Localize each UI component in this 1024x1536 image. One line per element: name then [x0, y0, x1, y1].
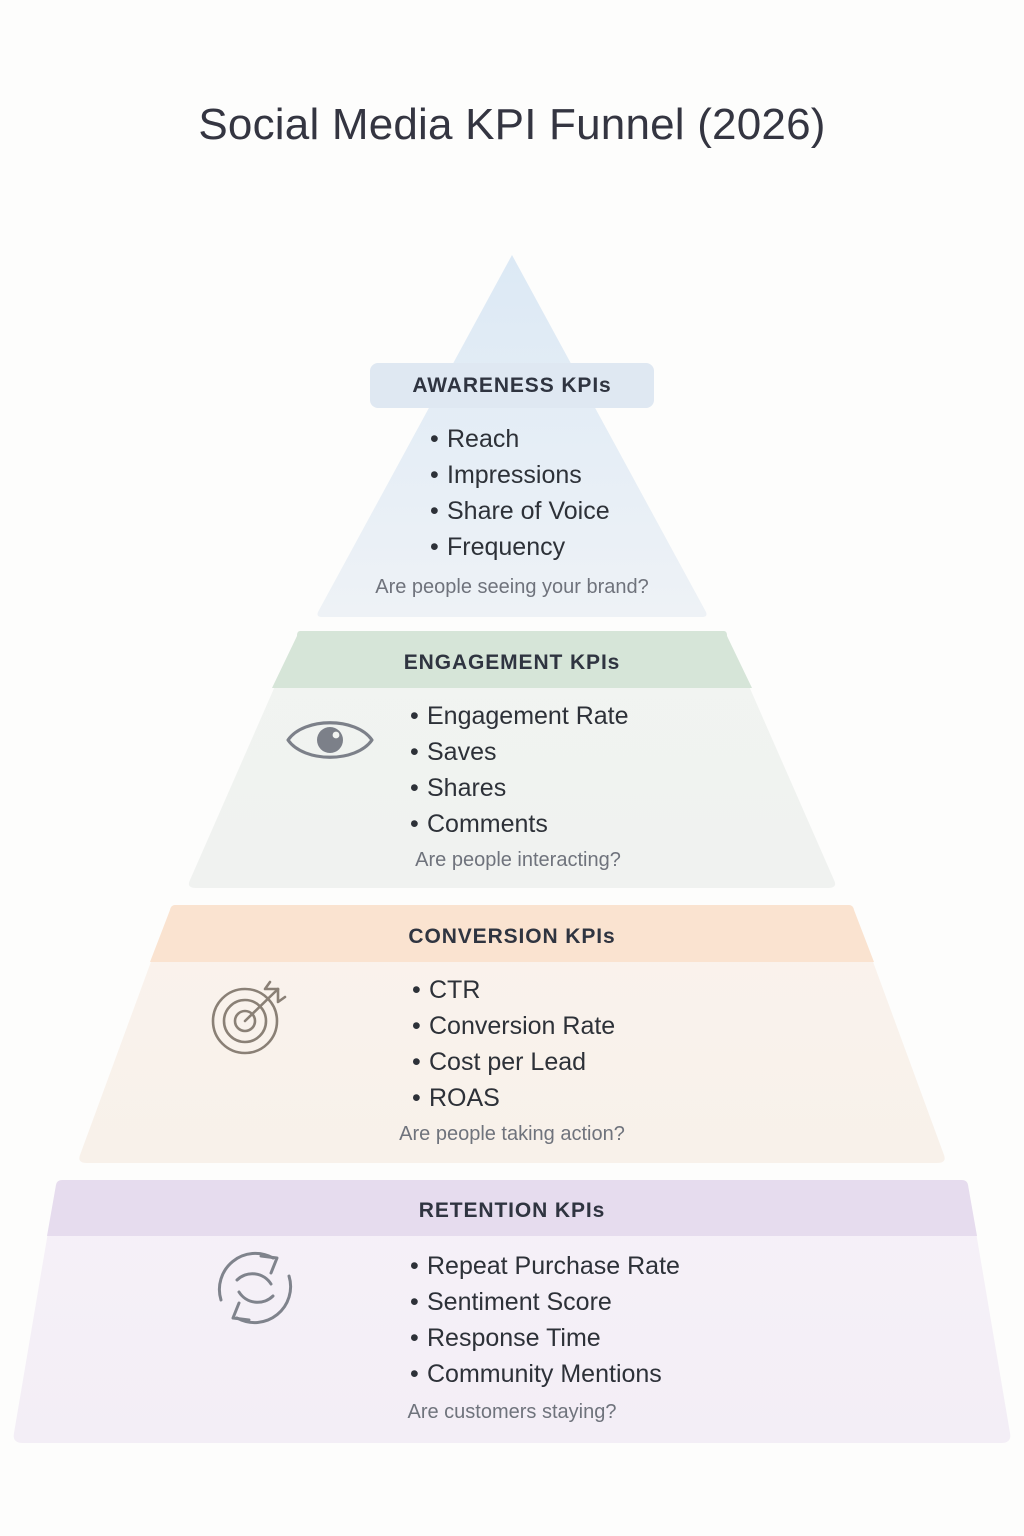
tier-2-label: ENGAGEMENT KPIs [403, 651, 621, 674]
list-item-label: Saves [427, 738, 497, 766]
list-item-label: Community Mentions [427, 1360, 662, 1388]
eye-icon [286, 721, 374, 759]
tier-3-list: • CTR • Conversion Rate • Cost per Lead • RO… [412, 972, 615, 1116]
tier-4-list: • Repeat Purchase Rate • Sentiment Score •… [410, 1248, 680, 1392]
bullet-marker: • [410, 1324, 419, 1352]
tier-2-shape[interactable] [188, 631, 836, 888]
bullet-marker: • [410, 774, 419, 802]
bullet-marker: • [430, 425, 439, 453]
tier-3-shape[interactable] [79, 905, 945, 1163]
list-item: • Share of Voice [430, 493, 610, 529]
tier-4-shape[interactable] [13, 1180, 1011, 1443]
tier-1-label: AWARENESS KPIs [412, 374, 612, 397]
list-item: • CTR [412, 972, 615, 1008]
tier-1-caption: Are people seeing your brand? [375, 576, 649, 598]
bullet-marker: • [412, 1048, 421, 1076]
list-item: • Conversion Rate [412, 1008, 615, 1044]
list-item: • Saves [410, 734, 629, 770]
bullet-marker: • [430, 461, 439, 489]
list-item: • Community Mentions [410, 1356, 680, 1392]
list-item-label: Sentiment Score [427, 1288, 612, 1316]
list-item: • Impressions [430, 457, 610, 493]
bullet-marker: • [412, 976, 421, 1004]
list-item-label: Response Time [427, 1324, 601, 1352]
tier-3-caption: Are people taking action? [399, 1123, 625, 1145]
list-item-label: Shares [427, 774, 507, 802]
list-item-label: CTR [429, 976, 481, 1004]
list-item: • Comments [410, 806, 629, 842]
list-item: • Engagement Rate [410, 698, 629, 734]
bullet-marker: • [410, 1252, 419, 1280]
list-item-label: Impressions [447, 461, 582, 489]
list-item: • Frequency [430, 529, 610, 565]
list-item-label: Repeat Purchase Rate [427, 1252, 680, 1280]
bullet-marker: • [412, 1084, 421, 1112]
bullet-marker: • [410, 738, 419, 766]
list-item-label: Share of Voice [447, 497, 610, 525]
tier-3-label: CONVERSION KPIs [408, 925, 616, 948]
list-item: • Sentiment Score [410, 1284, 680, 1320]
list-item: • ROAS [412, 1080, 615, 1116]
refresh-cycle-icon [217, 1251, 293, 1325]
page-title: Social Media KPI Funnel (2026) [198, 100, 826, 149]
tier-2-caption: Are people interacting? [415, 849, 621, 871]
bullet-marker: • [410, 702, 419, 730]
list-item: • Shares [410, 770, 629, 806]
list-item-label: ROAS [429, 1084, 500, 1112]
list-item-label: Engagement Rate [427, 702, 629, 730]
target-icon [211, 980, 287, 1055]
bullet-marker: • [410, 1360, 419, 1388]
bullet-marker: • [410, 810, 419, 838]
tier-1-list: • Reach • Impressions • Share of Voice • Fre… [430, 421, 610, 565]
list-item-label: Reach [447, 425, 520, 453]
list-item-label: Conversion Rate [429, 1012, 616, 1040]
tier-4-caption: Are customers staying? [407, 1401, 617, 1423]
list-item: • Response Time [410, 1320, 680, 1356]
tier-1-shape[interactable] [317, 255, 707, 617]
list-item-label: Frequency [447, 533, 566, 561]
bullet-marker: • [430, 533, 439, 561]
list-item: • Reach [430, 421, 610, 457]
list-item: • Repeat Purchase Rate [410, 1248, 680, 1284]
list-item-label: Comments [427, 810, 548, 838]
list-item: • Cost per Lead [412, 1044, 615, 1080]
bullet-marker: • [410, 1288, 419, 1316]
list-item-label: Cost per Lead [429, 1048, 587, 1076]
bullet-marker: • [412, 1012, 421, 1040]
tier-4-label: RETENTION KPIs [418, 1199, 606, 1222]
bullet-marker: • [430, 497, 439, 525]
tier-2-list: • Engagement Rate • Saves • Shares • Comment… [410, 698, 629, 842]
